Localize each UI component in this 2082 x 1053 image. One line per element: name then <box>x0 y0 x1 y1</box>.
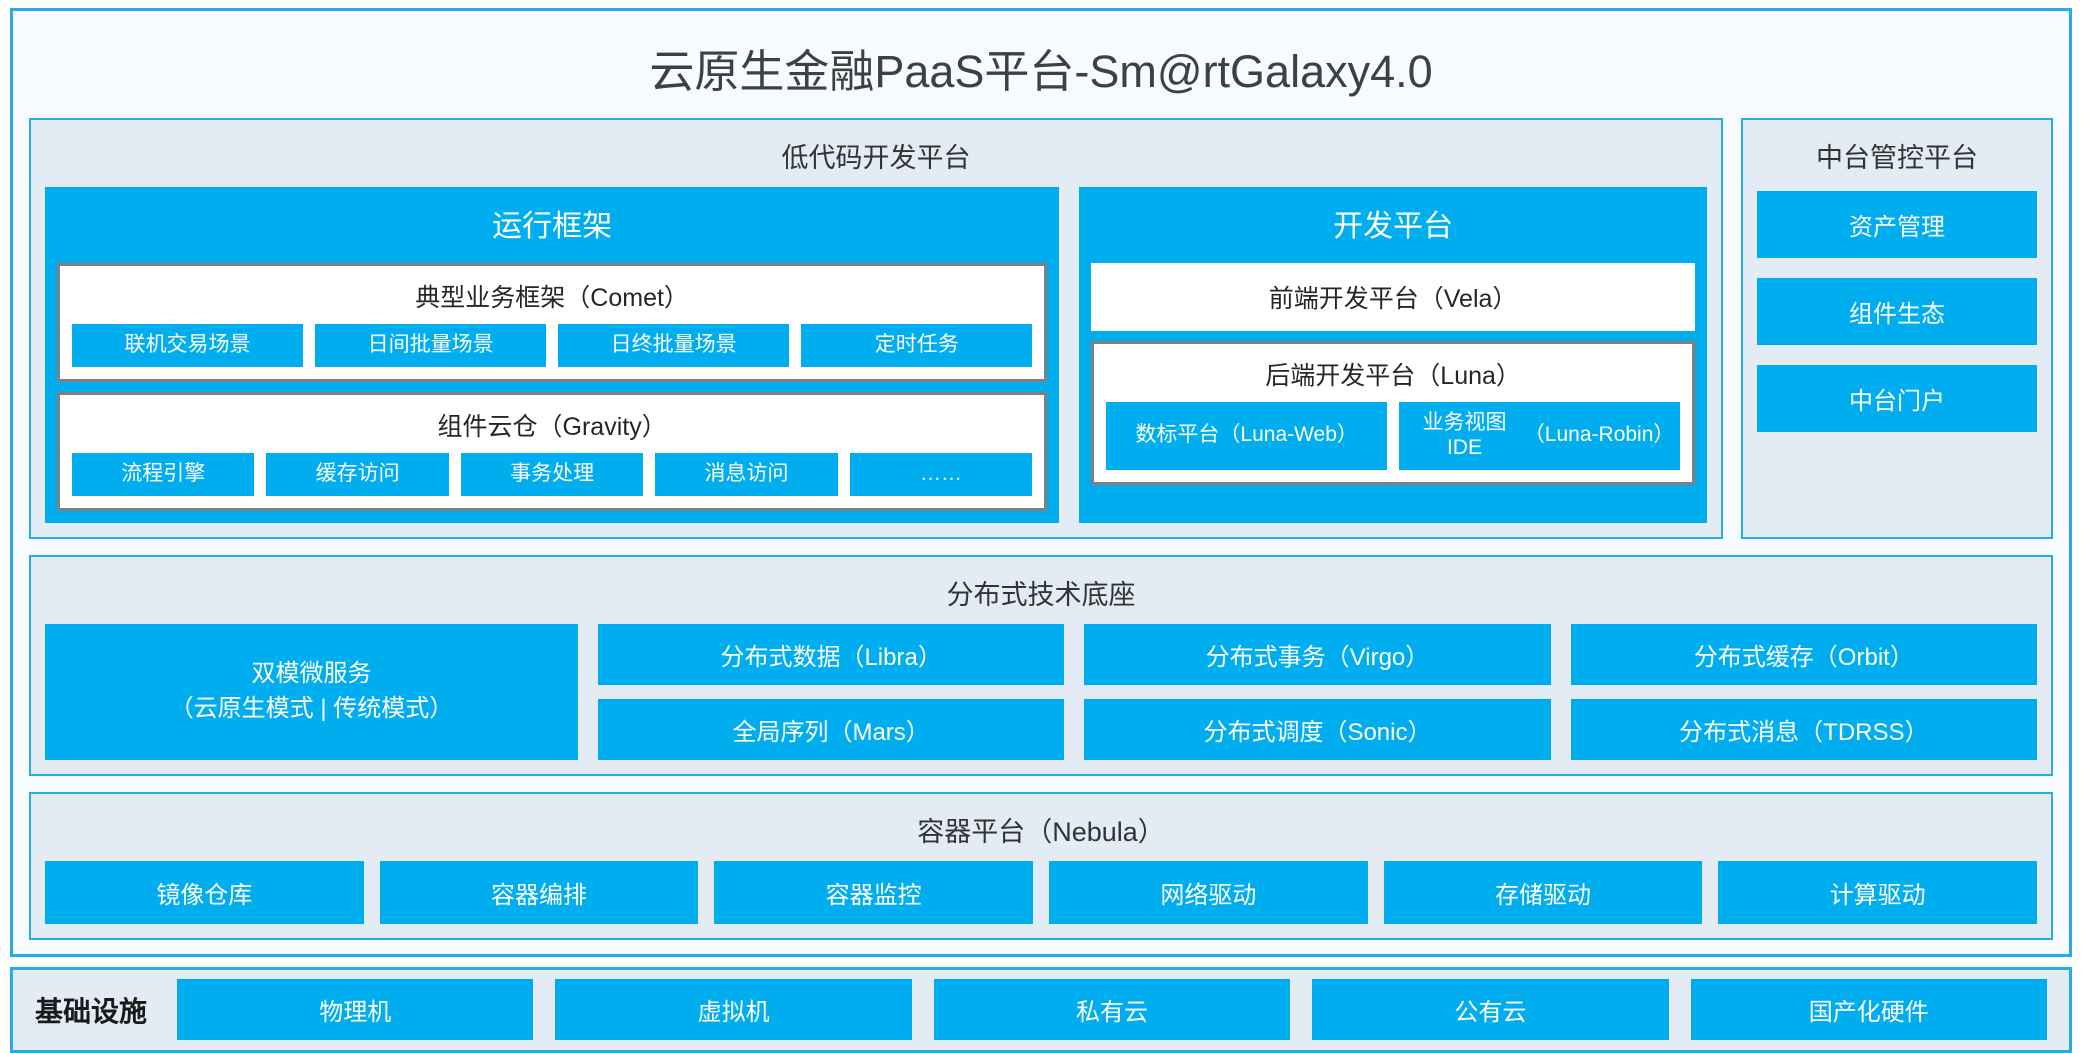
control-item-asset-management[interactable]: 资产管理 <box>1757 191 2037 258</box>
lowcode-platform-body: 运行框架 典型业务框架（Comet） 联机交易场景 日间批量场景 日终批量场景 … <box>45 187 1707 523</box>
base-item-dual-mode-microservice[interactable]: 双模微服务（云原生模式 | 传统模式） <box>45 623 578 760</box>
base-item-distributed-data-libra[interactable]: 分布式数据（Libra） <box>597 623 1065 685</box>
base-item-distributed-scheduling-sonic[interactable]: 分布式调度（Sonic） <box>1084 698 1551 760</box>
container-platform-row: 镜像仓库 容器编排 容器监控 网络驱动 存储驱动 计算驱动 <box>45 860 2038 924</box>
infra-item-domestic-hardware[interactable]: 国产化硬件 <box>1690 979 2047 1041</box>
luna-chip-row: 数标平台（Luna-Web） 业务视图IDE（Luna-Robin） <box>1106 402 1680 470</box>
container-item-compute-driver[interactable]: 计算驱动 <box>1718 860 2038 924</box>
infrastructure-label: 基础设施 <box>35 995 148 1027</box>
gravity-item-transaction-processing[interactable]: 事务处理 <box>460 452 644 496</box>
platform-outer-card: 云原生金融PaaS平台-Sm@rtGalaxy4.0 低代码开发平台 运行框架 … <box>10 8 2072 957</box>
gravity-item-message-access[interactable]: 消息访问 <box>655 452 838 496</box>
comet-item-intraday-batch[interactable]: 日间批量场景 <box>315 324 547 367</box>
base-column-1: 分布式数据（Libra） 全局序列（Mars） <box>597 623 1065 760</box>
container-item-image-registry[interactable]: 镜像仓库 <box>45 860 364 924</box>
luna-item-luna-web[interactable]: 数标平台（Luna-Web） <box>1106 402 1388 470</box>
distributed-tech-base-body: 双模微服务（云原生模式 | 传统模式） 分布式数据（Libra） 全局序列（Ma… <box>45 623 2037 760</box>
runtime-framework-block: 运行框架 典型业务框架（Comet） 联机交易场景 日间批量场景 日终批量场景 … <box>45 187 1060 523</box>
page-title: 云原生金融PaaS平台-Sm@rtGalaxy4.0 <box>649 46 1433 97</box>
gravity-group-title: 组件云仓（Gravity） <box>437 412 667 441</box>
comet-chip-row: 联机交易场景 日间批量场景 日终批量场景 定时任务 <box>72 324 1033 367</box>
container-item-network-driver[interactable]: 网络驱动 <box>1049 860 1368 924</box>
development-platform-title: 开发平台 <box>1333 210 1454 243</box>
infrastructure-panel: 基础设施 物理机 虚拟机 私有云 公有云 国产化硬件 <box>10 966 2072 1053</box>
infra-item-physical-machine[interactable]: 物理机 <box>177 979 534 1041</box>
backend-platform-luna-card: 后端开发平台（Luna） 数标平台（Luna-Web） 业务视图IDE（Luna… <box>1091 341 1695 485</box>
base-item-distributed-cache-orbit[interactable]: 分布式缓存（Orbit） <box>1570 623 2037 685</box>
gravity-item-process-engine[interactable]: 流程引擎 <box>72 452 255 496</box>
gravity-chip-row: 流程引擎 缓存访问 事务处理 消息访问 …… <box>72 452 1033 496</box>
container-item-orchestration[interactable]: 容器编排 <box>379 860 699 924</box>
control-platform-panel: 中台管控平台 资产管理 组件生态 中台门户 <box>1741 118 2053 539</box>
gravity-item-more[interactable]: …… <box>849 452 1033 496</box>
gravity-item-cache-access[interactable]: 缓存访问 <box>266 452 449 496</box>
container-item-storage-driver[interactable]: 存储驱动 <box>1383 860 1703 924</box>
development-platform-block: 开发平台 前端开发平台（Vela） 后端开发平台（Luna） 数标平台（Luna… <box>1079 187 1707 523</box>
lowcode-platform-panel: 低代码开发平台 运行框架 典型业务框架（Comet） 联机交易场景 日间批量场景… <box>29 118 1723 539</box>
comet-group-card: 典型业务框架（Comet） 联机交易场景 日间批量场景 日终批量场景 定时任务 <box>57 263 1048 382</box>
gravity-group-card: 组件云仓（Gravity） 流程引擎 缓存访问 事务处理 消息访问 …… <box>57 391 1048 511</box>
comet-item-online-transaction[interactable]: 联机交易场景 <box>72 324 304 367</box>
control-platform-title: 中台管控平台 <box>1816 143 1978 173</box>
base-item-distributed-transaction-virgo[interactable]: 分布式事务（Virgo） <box>1084 623 1551 685</box>
base-item-distributed-message-tdrss[interactable]: 分布式消息（TDRSS） <box>1570 698 2037 760</box>
comet-item-scheduled-task[interactable]: 定时任务 <box>801 324 1033 367</box>
control-item-component-ecosystem[interactable]: 组件生态 <box>1757 278 2037 345</box>
container-platform-title: 容器平台（Nebula） <box>917 816 1165 847</box>
infra-item-public-cloud[interactable]: 公有云 <box>1312 979 1669 1041</box>
frontend-platform-vela[interactable]: 前端开发平台（Vela） <box>1091 263 1695 331</box>
base-column-2: 分布式事务（Virgo） 分布式调度（Sonic） <box>1084 623 1551 760</box>
infra-item-private-cloud[interactable]: 私有云 <box>933 979 1291 1041</box>
base-column-3: 分布式缓存（Orbit） 分布式消息（TDRSS） <box>1570 623 2037 760</box>
control-platform-list: 资产管理 组件生态 中台门户 <box>1757 187 2037 432</box>
container-platform-panel: 容器平台（Nebula） 镜像仓库 容器编排 容器监控 网络驱动 存储驱动 计算… <box>29 791 2053 940</box>
backend-platform-luna-title: 后端开发平台（Luna） <box>1265 362 1521 390</box>
container-item-monitoring[interactable]: 容器监控 <box>714 860 1034 924</box>
top-row: 低代码开发平台 运行框架 典型业务框架（Comet） 联机交易场景 日间批量场景… <box>29 118 2053 539</box>
comet-group-title: 典型业务框架（Comet） <box>415 284 689 312</box>
runtime-framework-title: 运行框架 <box>492 210 613 243</box>
distributed-tech-base-title: 分布式技术底座 <box>946 579 1136 610</box>
base-item-global-sequence-mars[interactable]: 全局序列（Mars） <box>597 698 1065 760</box>
distributed-tech-base-panel: 分布式技术底座 双模微服务（云原生模式 | 传统模式） 分布式数据（Libra）… <box>29 554 2053 776</box>
lowcode-platform-title: 低代码开发平台 <box>781 143 971 173</box>
luna-item-luna-robin[interactable]: 业务视图IDE（Luna-Robin） <box>1399 402 1680 470</box>
control-item-portal[interactable]: 中台门户 <box>1757 365 2037 432</box>
comet-item-eod-batch[interactable]: 日终批量场景 <box>558 324 790 367</box>
infra-item-virtual-machine[interactable]: 虚拟机 <box>555 979 912 1041</box>
